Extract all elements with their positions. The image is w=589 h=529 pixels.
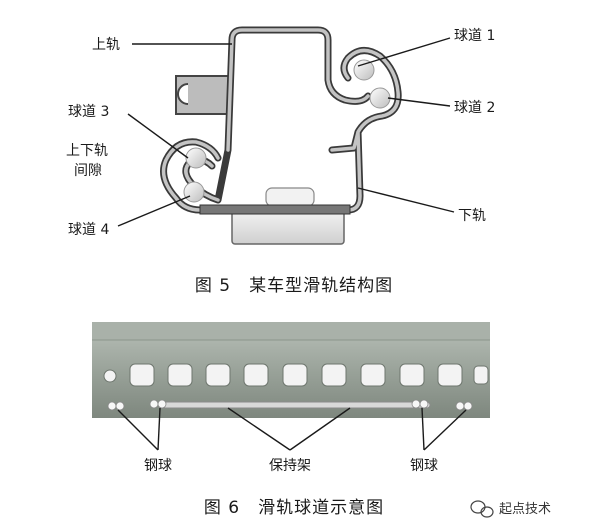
ball-track-1-ball — [353, 59, 375, 81]
label-steel-ball-right: 钢球 — [410, 458, 438, 474]
ball-track-3-ball — [185, 147, 207, 169]
label-cage: 保持架 — [269, 458, 311, 474]
lower-rail-highlight — [161, 48, 400, 212]
rail-slots — [103, 363, 489, 387]
figure6-leaders — [117, 407, 467, 451]
slider-block — [265, 187, 315, 207]
label-steel-ball-left: 钢球 — [144, 458, 172, 474]
watermark: 起点技术 — [470, 500, 551, 518]
label-ball-track-1: 球道 1 — [454, 28, 495, 44]
rail-cross-section — [160, 26, 402, 245]
ball-track-4-ball — [183, 181, 205, 203]
rail-plate-top-edge — [92, 322, 490, 340]
ball-track-2-ball — [369, 87, 391, 109]
label-ball-track-4: 球道 4 — [68, 222, 109, 238]
label-gap-line2: 间隙 — [74, 163, 102, 179]
label-lower-rail: 下轨 — [458, 208, 486, 224]
figure5-caption: 图 5 某车型滑轨结构图 — [195, 276, 393, 296]
wechat-icon — [470, 500, 494, 518]
figure5-labels: 上轨 球道 1 球道 2 球道 3 上下轨 间隙 球道 4 下轨 — [66, 28, 495, 238]
figure6-labels: 钢球 保持架 钢球 — [144, 458, 438, 474]
base-block — [231, 209, 345, 245]
label-upper-rail: 上轨 — [92, 37, 120, 53]
figure6-caption: 图 6 滑轨球道示意图 — [204, 498, 384, 518]
label-ball-track-3: 球道 3 — [68, 104, 109, 120]
watermark-text: 起点技术 — [499, 502, 551, 517]
lower-rail-floor — [199, 204, 351, 215]
rail-side-view — [92, 322, 490, 418]
label-ball-track-2: 球道 2 — [454, 100, 495, 116]
figure5-leaders — [117, 37, 455, 227]
side-bracket — [175, 75, 231, 115]
label-gap-line1: 上下轨 — [66, 143, 108, 159]
track-balls — [107, 399, 473, 411]
cage-bar — [157, 401, 431, 409]
